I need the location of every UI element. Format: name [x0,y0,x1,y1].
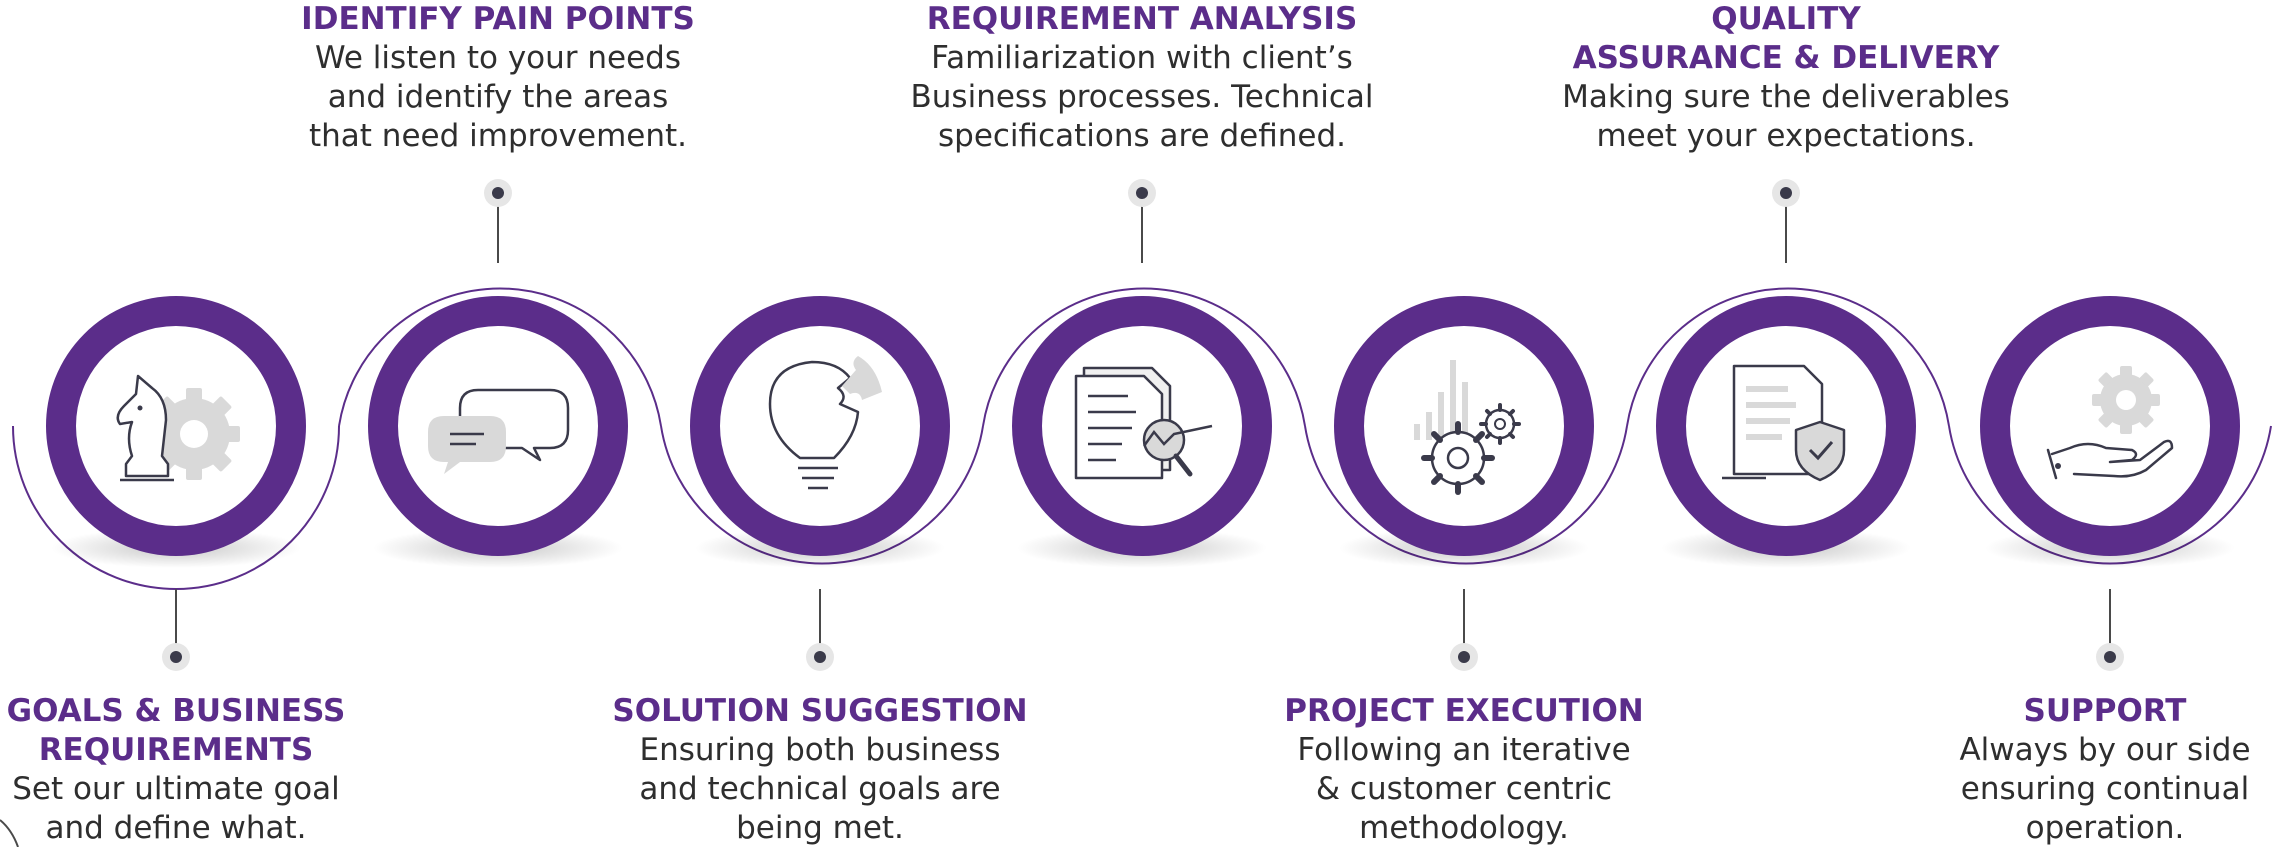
step-title-line: REQUIREMENT ANALYSIS [926,1,1358,37]
step-pain-points-text: IDENTIFY PAIN POINTS We listen to your n… [278,0,718,156]
step-desc-line: Ensuring both business [639,732,1001,768]
corner-arc [0,819,19,847]
hand-gear-icon [2046,366,2174,480]
step-desc-line: that need improvement. [309,118,687,154]
step-title: IDENTIFY PAIN POINTS [278,0,718,39]
step-title-line: ASSURANCE & DELIVERY [1572,40,2000,76]
step-desc-line: Set our ultimate goal [12,771,340,807]
step-title: REQUIREMENT ANALYSIS [892,0,1392,39]
step-desc-line: We listen to your needs [314,40,682,76]
step-title-line: SUPPORT [2023,693,2187,729]
chess-knight-gear-icon [116,374,240,482]
step-description: Set our ultimate goal and define what. [0,770,356,848]
pin-dot [1772,179,1800,207]
step-solution-text: SOLUTION SUGGESTION Ensuring both busine… [600,692,1040,848]
step-title-line: IDENTIFY PAIN POINTS [301,1,695,37]
step-description: Familiarization with client’s Business p… [892,39,1392,156]
pin-dot [162,643,190,671]
pin-dot [484,179,512,207]
step-desc-line: operation. [2025,810,2185,846]
step-desc-line: methodology. [1359,810,1569,846]
step-desc-line: meet your expectations. [1596,118,1976,154]
step-description: Always by our side ensuring continual op… [1930,731,2280,848]
chat-bubbles-icon [428,388,570,474]
document-shield-icon [1722,364,1846,482]
step-title-line: PROJECT EXECUTION [1284,693,1644,729]
step-title-line: SOLUTION SUGGESTION [612,693,1028,729]
step-desc-line: Always by our side [1959,732,2251,768]
step-desc-line: Following an iterative [1297,732,1631,768]
step-requirement-text: REQUIREMENT ANALYSIS Familiarization wit… [892,0,1392,156]
step-desc-line: Business processes. Technical [910,79,1374,115]
pin-dots [162,179,2124,671]
step-title-line: GOALS & BUSINESS [6,693,346,729]
step-title: SUPPORT [1930,692,2280,731]
step-title: PROJECT EXECUTION [1244,692,1684,731]
step-title-line: QUALITY [1711,1,1861,37]
lightbulb-puzzle-icon [768,356,882,490]
step-desc-line: being met. [736,810,904,846]
step-ring [1980,296,2240,556]
pin-dot [1450,643,1478,671]
step-desc-line: and identify the areas [327,79,669,115]
step-desc-line: specifications are defined. [937,118,1347,154]
step-support-text: SUPPORT Always by our side ensuring cont… [1930,692,2280,848]
document-magnifier-icon [1074,366,1213,480]
step-title: SOLUTION SUGGESTION [600,692,1040,731]
step-desc-line: and technical goals are [639,771,1001,807]
step-title: QUALITY ASSURANCE & DELIVERY [1536,0,2036,78]
step-description: We listen to your needs and identify the… [278,39,718,156]
pin-dot [806,643,834,671]
step-title-line: REQUIREMENTS [38,732,314,768]
pin-dot [2096,643,2124,671]
step-quality-text: QUALITY ASSURANCE & DELIVERY Making sure… [1536,0,2036,156]
step-execution-text: PROJECT EXECUTION Following an iterative… [1244,692,1684,848]
step-description: Ensuring both business and technical goa… [600,731,1040,848]
step-description: Following an iterative & customer centri… [1244,731,1684,848]
step-description: Making sure the deliverables meet your e… [1536,78,2036,156]
gears-chart-icon [1414,360,1521,495]
pin-dot [1128,179,1156,207]
step-title: GOALS & BUSINESS REQUIREMENTS [0,692,356,770]
step-desc-line: and define what. [45,810,307,846]
step-desc-line: Familiarization with client’s [931,40,1353,76]
step-desc-line: ensuring continual [1960,771,2250,807]
step-desc-line: Making sure the deliverables [1562,79,2010,115]
step-desc-line: & customer centric [1315,771,1613,807]
step-goals-text: GOALS & BUSINESS REQUIREMENTS Set our ul… [0,692,356,848]
